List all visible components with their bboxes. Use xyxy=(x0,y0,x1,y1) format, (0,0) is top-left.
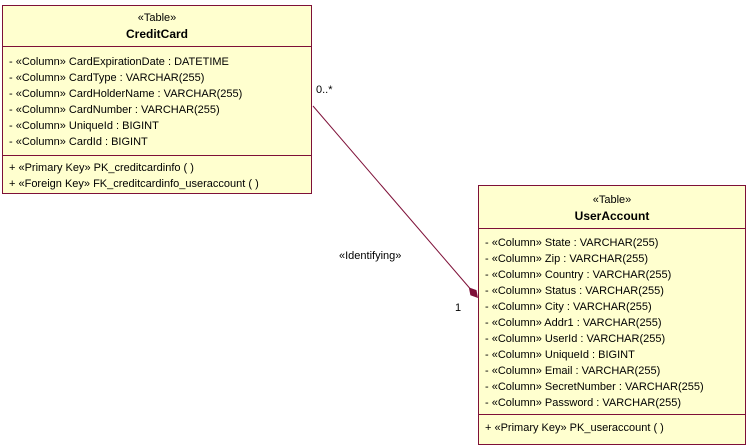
column-row: - «Column» Addr1 : VARCHAR(255) xyxy=(485,317,662,329)
relationship-line xyxy=(312,105,474,293)
column-row: - «Column» UniqueId : BIGINT xyxy=(485,349,635,361)
relationship-stereotype-label: «Identifying» xyxy=(339,250,402,262)
column-row: - «Column» CardType : VARCHAR(255) xyxy=(9,72,205,84)
multiplicity-target-label: 1 xyxy=(455,302,462,314)
column-row: - «Column» State : VARCHAR(255) xyxy=(485,237,659,249)
table-node-creditcard: «Table» CreditCard - «Column» CardExpira… xyxy=(2,5,312,194)
key-row: + «Primary Key» PK_useraccount ( ) xyxy=(485,422,664,434)
column-row: - «Column» CardExpirationDate : DATETIME xyxy=(9,56,229,68)
column-row: - «Column» CardNumber : VARCHAR(255) xyxy=(9,104,220,116)
creditcard-header: «Table» CreditCard xyxy=(3,6,311,47)
column-row: - «Column» UserId : VARCHAR(255) xyxy=(485,333,666,345)
useraccount-columns-compartment: - «Column» State : VARCHAR(255) - «Column… xyxy=(479,229,745,415)
composition-diamond-icon xyxy=(468,287,478,298)
useraccount-keys-compartment: + «Primary Key» PK_useraccount ( ) xyxy=(479,415,745,444)
key-row: + «Primary Key» PK_creditcardinfo ( ) xyxy=(9,162,194,174)
creditcard-stereotype: «Table» xyxy=(137,12,177,24)
column-row: - «Column» Country : VARCHAR(255) xyxy=(485,269,672,281)
column-row: - «Column» City : VARCHAR(255) xyxy=(485,301,652,313)
creditcard-name: CreditCard xyxy=(125,27,188,41)
column-row: - «Column» SecretNumber : VARCHAR(255) xyxy=(485,381,704,393)
useraccount-name: UserAccount xyxy=(574,209,650,223)
column-row: - «Column» CardHolderName : VARCHAR(255) xyxy=(9,88,243,100)
column-row: - «Column» Password : VARCHAR(255) xyxy=(485,397,682,409)
multiplicity-source-label: 0..* xyxy=(316,84,333,96)
key-row: + «Foreign Key» FK_creditcardinfo_userac… xyxy=(9,178,259,190)
useraccount-stereotype: «Table» xyxy=(592,194,632,206)
creditcard-keys-compartment: + «Primary Key» PK_creditcardinfo ( ) + «… xyxy=(3,156,311,193)
useraccount-header: «Table» UserAccount xyxy=(479,186,745,229)
column-row: - «Column» CardId : BIGINT xyxy=(9,136,148,148)
column-row: - «Column» Zip : VARCHAR(255) xyxy=(485,253,649,265)
column-row: - «Column» Status : VARCHAR(255) xyxy=(485,285,664,297)
column-row: - «Column» UniqueId : BIGINT xyxy=(9,120,159,132)
table-node-useraccount: «Table» UserAccount - «Column» State : V… xyxy=(478,185,746,445)
creditcard-columns-compartment: - «Column» CardExpirationDate : DATETIME… xyxy=(3,47,311,156)
column-row: - «Column» Email : VARCHAR(255) xyxy=(485,365,661,377)
